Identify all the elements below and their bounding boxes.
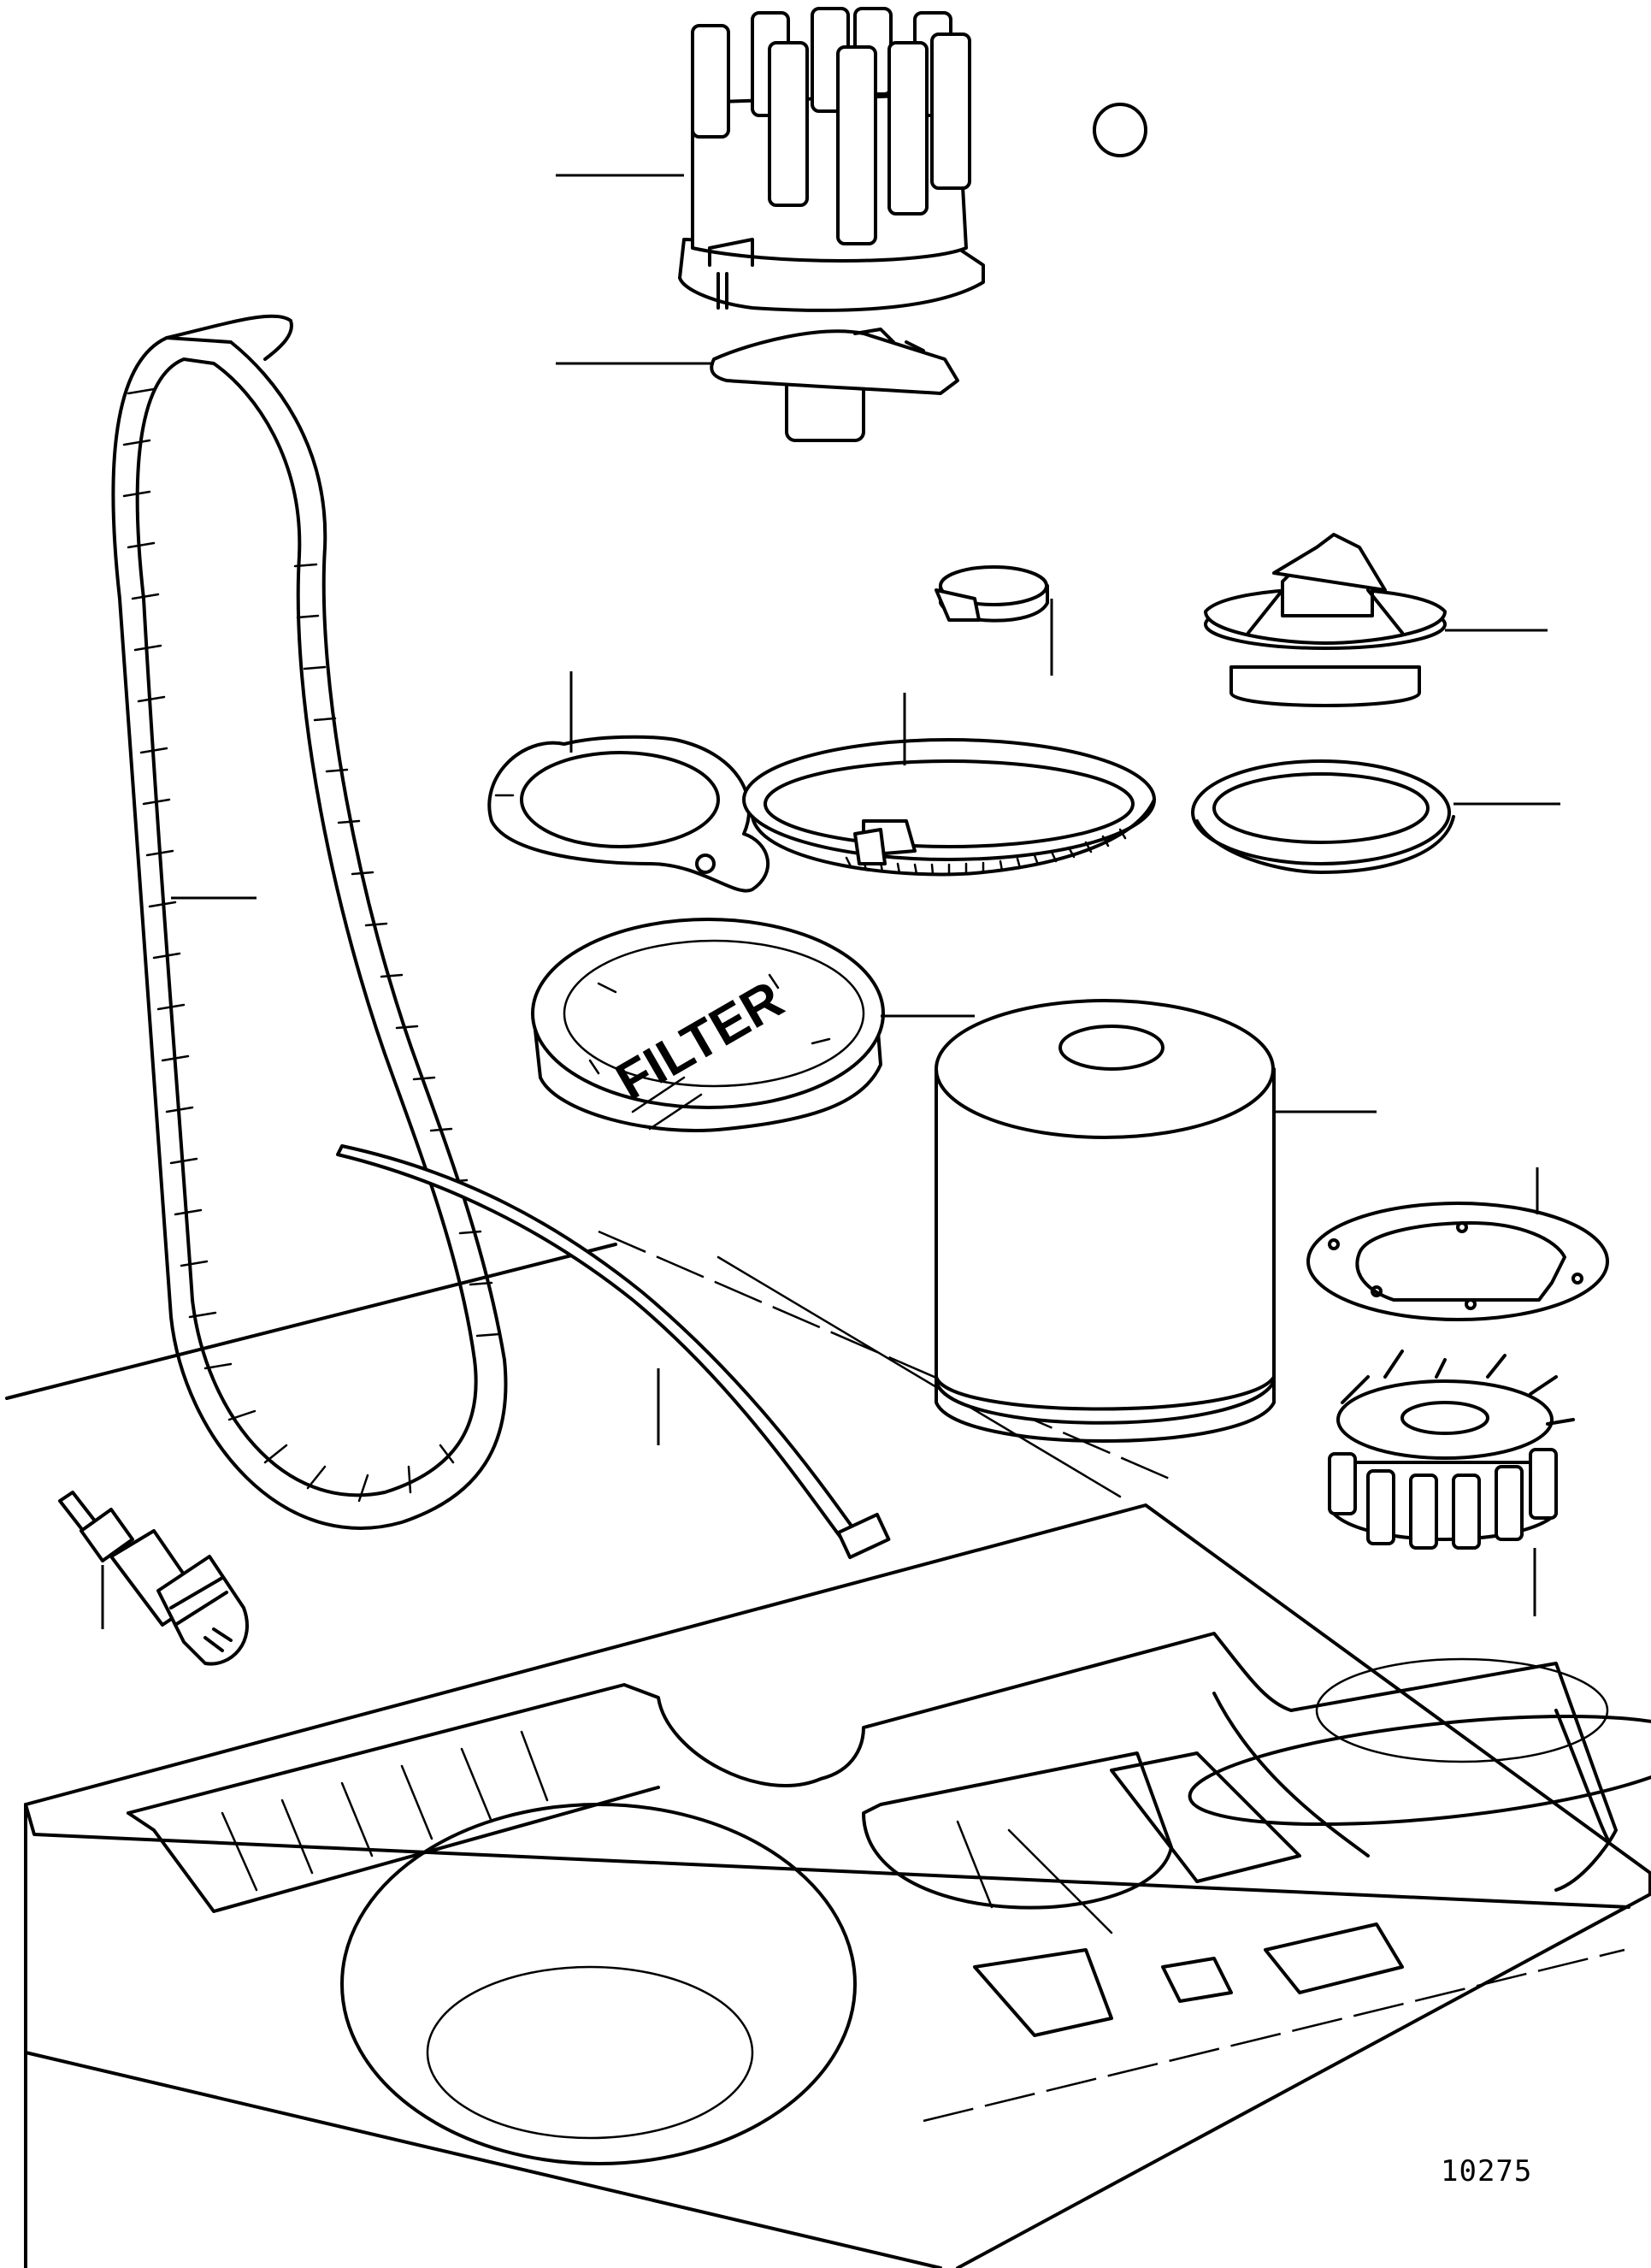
drive-belt bbox=[111, 314, 508, 1530]
thermostat bbox=[1204, 533, 1447, 707]
spark-plug bbox=[58, 1491, 249, 1666]
figure-number: 10275 bbox=[1441, 2154, 1532, 2188]
sealing-ring bbox=[1191, 759, 1455, 874]
cover-gasket bbox=[1306, 1202, 1609, 1321]
rotor-arm bbox=[710, 328, 959, 442]
small-hose-clamp bbox=[935, 565, 1049, 623]
oil-filter bbox=[935, 999, 1276, 1443]
filter-cartridge: FILTER bbox=[531, 918, 885, 1132]
large-hose-clamp bbox=[742, 738, 1156, 877]
cable-tie bbox=[336, 1144, 891, 1560]
storage-case bbox=[5, 1230, 1651, 2268]
impeller bbox=[1328, 1350, 1575, 1550]
gasket-flange bbox=[487, 735, 769, 893]
distributor-cap bbox=[678, 7, 985, 312]
small-round-part bbox=[1093, 103, 1147, 157]
